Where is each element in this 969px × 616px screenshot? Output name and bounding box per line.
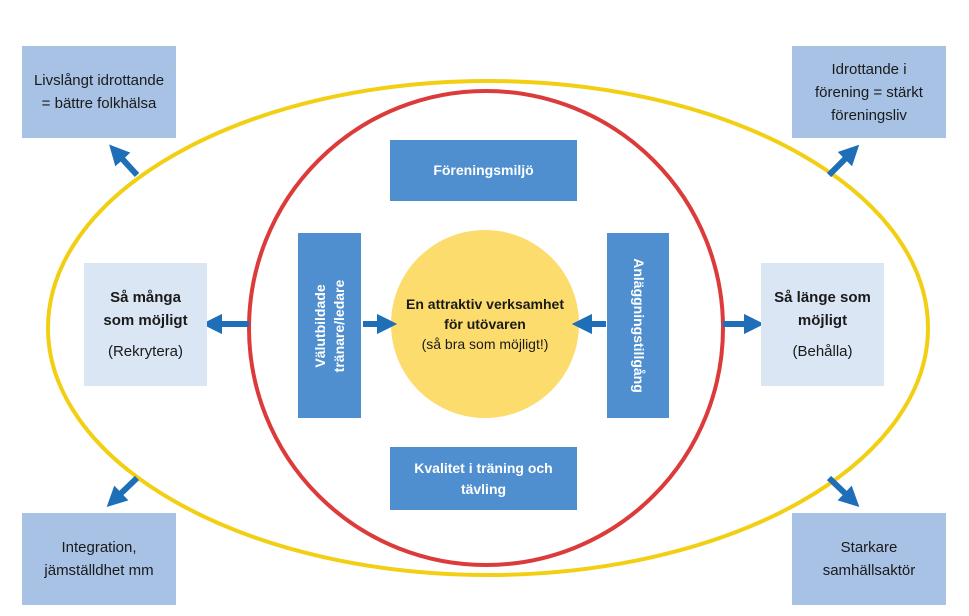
factor-label-bottom: Kvalitet i träning och tävling <box>414 459 553 497</box>
arrow-to-bottom-right-outcome <box>826 475 860 508</box>
core-circle <box>391 230 579 418</box>
goal-title-left: Så många som möjligt <box>103 289 188 329</box>
outcome-box-top-right: Idrottande i förening = stärkt förenings… <box>792 46 946 138</box>
core-subtitle: (så bra som möjligt!) <box>421 336 549 352</box>
factor-label-left: Välutbildade tränare/ledare <box>311 279 347 372</box>
outcome-label-top-right: Idrottande i förening = stärkt förenings… <box>815 60 923 124</box>
core-text: En attraktiv verksamhet för utövaren (så… <box>405 270 565 378</box>
outcome-box-bottom-right: Starkare samhällsaktör <box>792 513 946 605</box>
inner-ring <box>247 89 725 567</box>
factor-box-right: Anläggningstillgång <box>607 233 669 418</box>
goal-sub-left: (Rekrytera) <box>107 343 183 360</box>
factor-box-top: Föreningsmiljö <box>390 140 577 201</box>
outcome-label-bottom-right: Starkare samhällsaktör <box>822 539 916 579</box>
factor-label-top: Föreningsmiljö <box>433 162 534 178</box>
arrow-to-top-left-outcome <box>109 144 140 178</box>
factor-box-left: Välutbildade tränare/ledare <box>298 233 361 418</box>
outer-ring <box>46 79 930 577</box>
core-title: En attraktiv verksamhet för utövaren <box>406 296 564 332</box>
outcome-label-bottom-left: Integration, jämställdhet mm <box>44 539 154 579</box>
arrow-to-top-right-outcome <box>826 144 860 178</box>
goal-sub-right: (Behålla) <box>792 343 853 360</box>
outcome-box-top-left: Livslångt idrottande = bättre folkhälsa <box>22 46 176 138</box>
goal-box-left: Så många som möjligt (Rekrytera) <box>84 263 207 386</box>
factor-box-bottom: Kvalitet i träning och tävling <box>390 447 577 510</box>
outcome-box-bottom-left: Integration, jämställdhet mm <box>22 513 176 605</box>
goal-box-right: Så länge som möjligt (Behålla) <box>761 263 884 386</box>
arrow-to-bottom-left-outcome <box>106 475 140 508</box>
outcome-label-top-left: Livslångt idrottande = bättre folkhälsa <box>33 72 165 112</box>
goal-title-right: Så länge som möjligt <box>774 289 871 329</box>
factor-label-right: Anläggningstillgång <box>630 258 647 393</box>
